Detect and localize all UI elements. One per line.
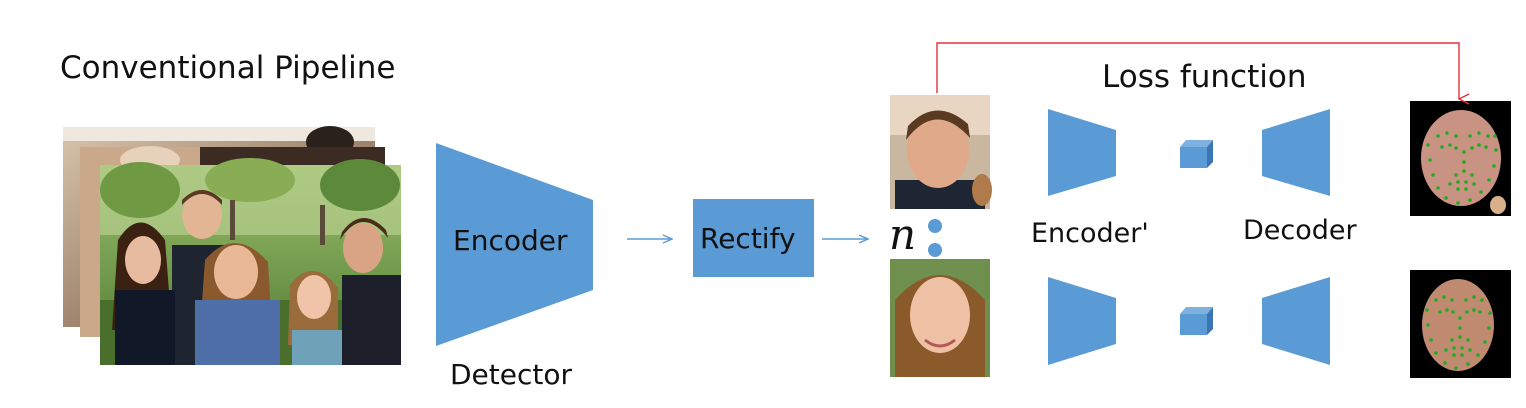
photo-family [100, 158, 401, 365]
cube-icon [1180, 307, 1213, 335]
rectify-block [693, 199, 814, 277]
vertical-dots-icon [928, 219, 942, 233]
cube-icon [1180, 140, 1213, 168]
loss-arrow [936, 42, 1459, 99]
reconstructed-face-top [1410, 101, 1511, 216]
decoder-label: Decoder [1243, 215, 1357, 246]
face-crop-bottom [890, 259, 990, 377]
decoder-block-top [1262, 109, 1330, 196]
pipeline-title: Conventional Pipeline [60, 50, 396, 86]
encoder-prime-block-top [1048, 109, 1116, 196]
decoder-block-bottom [1262, 277, 1330, 365]
count-symbol: n [889, 210, 917, 259]
rectify-label: Rectify [700, 222, 796, 255]
encoder-block [436, 143, 593, 346]
input-photo-stack [63, 126, 401, 365]
reconstructed-face-bottom [1410, 270, 1511, 378]
encoder-prime-label: Encoder' [1031, 218, 1149, 249]
encoder-label: Encoder [453, 224, 568, 257]
vertical-dots-icon [928, 243, 942, 257]
loss-function-label: Loss function [1102, 59, 1307, 95]
face-crop-top [890, 95, 992, 209]
encoder-prime-block-bottom [1048, 277, 1116, 365]
detector-label: Detector [450, 358, 573, 391]
